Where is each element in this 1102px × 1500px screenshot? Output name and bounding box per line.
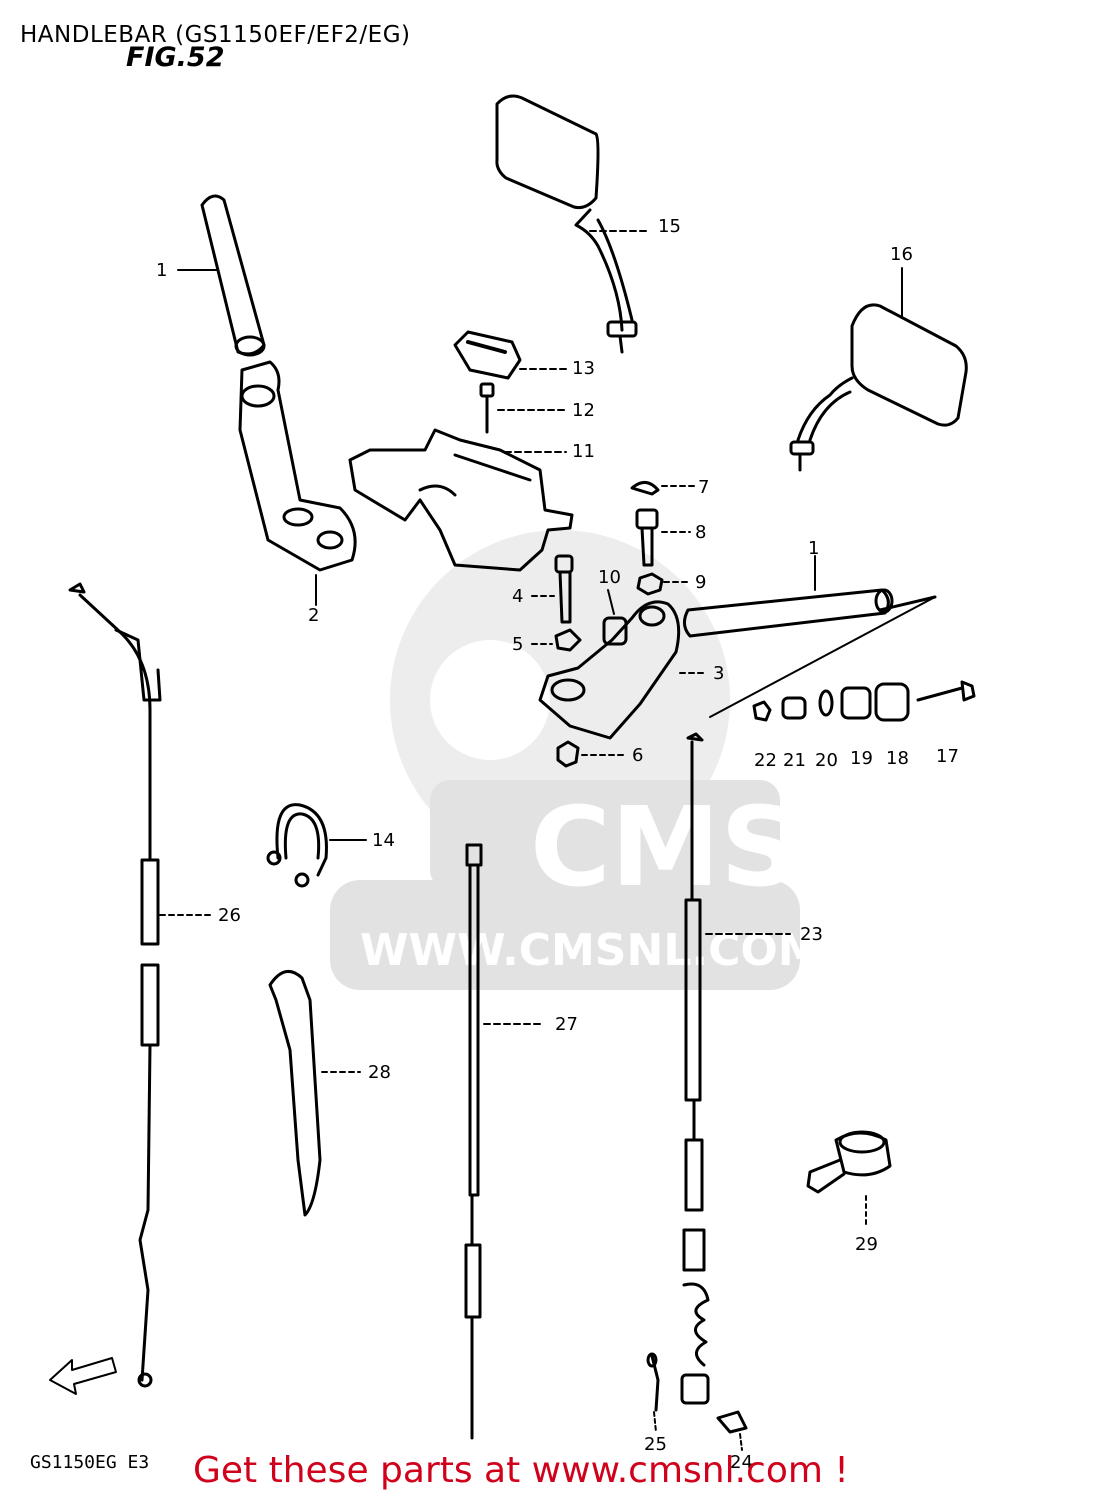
part-28-guide bbox=[268, 969, 322, 1217]
watermark-url: WWW.CMSNL.COM bbox=[360, 925, 822, 976]
part-24-pin bbox=[716, 1410, 748, 1434]
callout-2: 2 bbox=[308, 605, 320, 626]
callout-8: 8 bbox=[695, 522, 707, 543]
callout-5: 5 bbox=[512, 634, 524, 655]
part-26-cable bbox=[68, 582, 162, 1388]
part-29-switch-housing bbox=[806, 1130, 892, 1194]
part-27-cable bbox=[464, 843, 483, 1440]
callout-19: 19 bbox=[850, 748, 873, 769]
part-4-bolt bbox=[554, 554, 574, 624]
page-title: HANDLEBAR (GS1150EF/EF2/EG) bbox=[20, 22, 411, 48]
callout-13: 13 bbox=[572, 358, 595, 379]
callout-25: 25 bbox=[644, 1434, 667, 1455]
part-1-right-handlebar bbox=[683, 588, 937, 718]
part-7-cap bbox=[630, 481, 660, 496]
callout-20: 20 bbox=[815, 750, 838, 771]
part-2-left-holder bbox=[238, 360, 357, 572]
callout-18: 18 bbox=[886, 748, 909, 769]
part-18-weight bbox=[874, 682, 910, 722]
part-6-nut bbox=[556, 740, 580, 768]
part-22-nut bbox=[752, 700, 772, 722]
part-21-collar bbox=[781, 696, 807, 720]
callout-24: 24 bbox=[730, 1452, 753, 1473]
part-25-pin bbox=[646, 1352, 660, 1412]
part-16-mirror bbox=[789, 303, 968, 472]
part-11-upper-bracket bbox=[348, 428, 574, 572]
callout-22: 22 bbox=[754, 750, 777, 771]
part-1-left-handlebar bbox=[200, 194, 266, 357]
drawing-code: GS1150EG E3 bbox=[30, 1452, 150, 1473]
callout-9: 9 bbox=[695, 572, 707, 593]
callout-6: 6 bbox=[632, 745, 644, 766]
watermark-brand: CMS bbox=[530, 783, 799, 911]
callout-16: 16 bbox=[890, 244, 913, 265]
callout-27: 27 bbox=[555, 1014, 578, 1035]
part-15-mirror bbox=[495, 94, 638, 354]
callout-23: 23 bbox=[800, 924, 823, 945]
part-8-bolt bbox=[635, 508, 659, 567]
callout-14: 14 bbox=[372, 830, 395, 851]
part-19-weight bbox=[840, 686, 872, 720]
part-13-cap bbox=[453, 330, 522, 380]
callout-29: 29 bbox=[855, 1234, 878, 1255]
part-9-nut bbox=[636, 572, 664, 596]
leader-lines bbox=[159, 230, 903, 1451]
callout-17: 17 bbox=[936, 746, 959, 767]
callout-1-right: 1 bbox=[808, 538, 820, 559]
part-10-collar bbox=[602, 616, 628, 646]
part-3-right-holder bbox=[538, 600, 681, 740]
part-20-washer bbox=[818, 689, 834, 717]
fwd-arrow-icon bbox=[49, 1357, 117, 1395]
part-12-bolt bbox=[479, 382, 495, 434]
callout-1-left: 1 bbox=[156, 260, 168, 281]
callout-3: 3 bbox=[713, 663, 725, 684]
figure-label: FIG.52 bbox=[126, 42, 225, 73]
callout-21: 21 bbox=[783, 750, 806, 771]
part-17-bolt bbox=[916, 680, 976, 702]
callout-12: 12 bbox=[572, 400, 595, 421]
callout-10: 10 bbox=[598, 567, 621, 588]
callout-7: 7 bbox=[698, 477, 710, 498]
callout-15: 15 bbox=[658, 216, 681, 237]
callout-11: 11 bbox=[572, 441, 595, 462]
cta-link[interactable]: Get these parts at www.cmsnl.com ! bbox=[193, 1450, 849, 1491]
callout-28: 28 bbox=[368, 1062, 391, 1083]
callout-4: 4 bbox=[512, 586, 524, 607]
part-5-washer bbox=[554, 628, 582, 652]
part-14-clamp bbox=[266, 803, 328, 888]
callout-26: 26 bbox=[218, 905, 241, 926]
part-23-cable bbox=[680, 732, 710, 1405]
